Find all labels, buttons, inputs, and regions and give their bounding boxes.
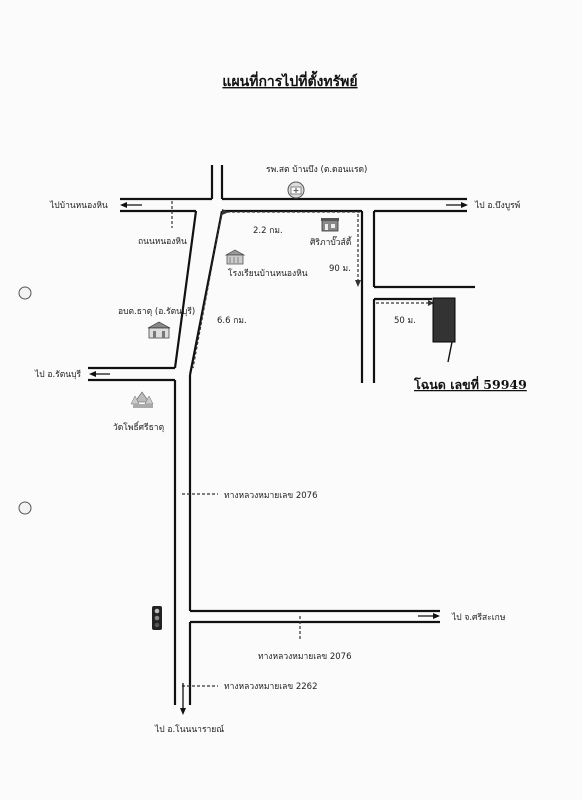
road-to-rattanaburi <box>88 366 175 382</box>
punch-hole-bottom <box>18 501 32 515</box>
arrow-to-ban-nong-hin <box>120 202 142 208</box>
temple-label: วัดโพธิ์ศรีธาตุ <box>113 421 164 433</box>
arrow-to-rattanaburi <box>89 371 110 377</box>
map-title: แผนที่การไปที่ตั้งทรัพย์ <box>222 70 357 90</box>
to-non-narai-label: ไป อ.โนนนารายณ์ <box>154 724 224 735</box>
arrow-to-si-sa-ket <box>418 613 440 619</box>
road-north-stub <box>210 165 224 199</box>
to-rattanaburi-label: ไป อ.รัตนบุรี <box>34 369 81 380</box>
highway-2262-label: ทางหลวงหมายเลข 2262 <box>224 682 317 692</box>
road-diagonal-main <box>173 210 224 376</box>
arrow-to-non-narai <box>180 683 186 715</box>
route-dashed-path <box>192 209 434 369</box>
road-to-property <box>360 211 475 383</box>
punch-hole-top <box>18 286 32 300</box>
distance-6-6-label: 6.6 กม. <box>217 316 247 326</box>
distance-90-label: 90 ม. <box>329 264 351 274</box>
shop-icon <box>321 218 339 232</box>
distance-50-label: 50 ม. <box>394 316 416 326</box>
road-top-horizontal <box>120 197 467 213</box>
deed-number-label: โฉนด เลขที่ 59949 <box>413 376 527 392</box>
distance-2-2-label: 2.2 กม. <box>253 226 283 236</box>
road-vertical-south <box>173 375 192 705</box>
road-to-si-sa-ket <box>190 609 440 624</box>
sriphabuasi-label: ศิริภาบั๊วส์ตี้ <box>310 235 352 248</box>
government-office-icon <box>147 321 171 339</box>
to-bueng-bun-label: ไป อ.บึงบูรพ์ <box>474 200 520 211</box>
highway-2076-label-b: ทางหลวงหมายเลข 2076 <box>258 652 351 662</box>
property-plot-icon <box>432 297 456 363</box>
highway-2076-label-a: ทางหลวงหมายเลข 2076 <box>224 491 317 501</box>
arrow-to-bueng-bun <box>446 202 468 208</box>
school-label: โรงเรียนบ้านหนองหิน <box>228 268 308 279</box>
to-si-sa-ket-label: ไป จ.ศรีสะเกษ <box>451 612 506 623</box>
hospital-icon <box>287 181 305 199</box>
to-ban-nong-hin-label: ไปบ้านหนองหิน <box>49 200 108 211</box>
sao-office-label: อบต.ธาตุ (อ.รัตนบุรี) <box>118 306 195 317</box>
nong-hin-road-label: ถนนหนองหิน <box>138 237 187 247</box>
traffic-light-icon <box>152 606 162 630</box>
school-icon <box>224 249 246 265</box>
hospital-label: รพ.สต บ้านบึง (ต.ดอนแรด) <box>266 164 367 175</box>
temple-icon <box>130 391 154 408</box>
